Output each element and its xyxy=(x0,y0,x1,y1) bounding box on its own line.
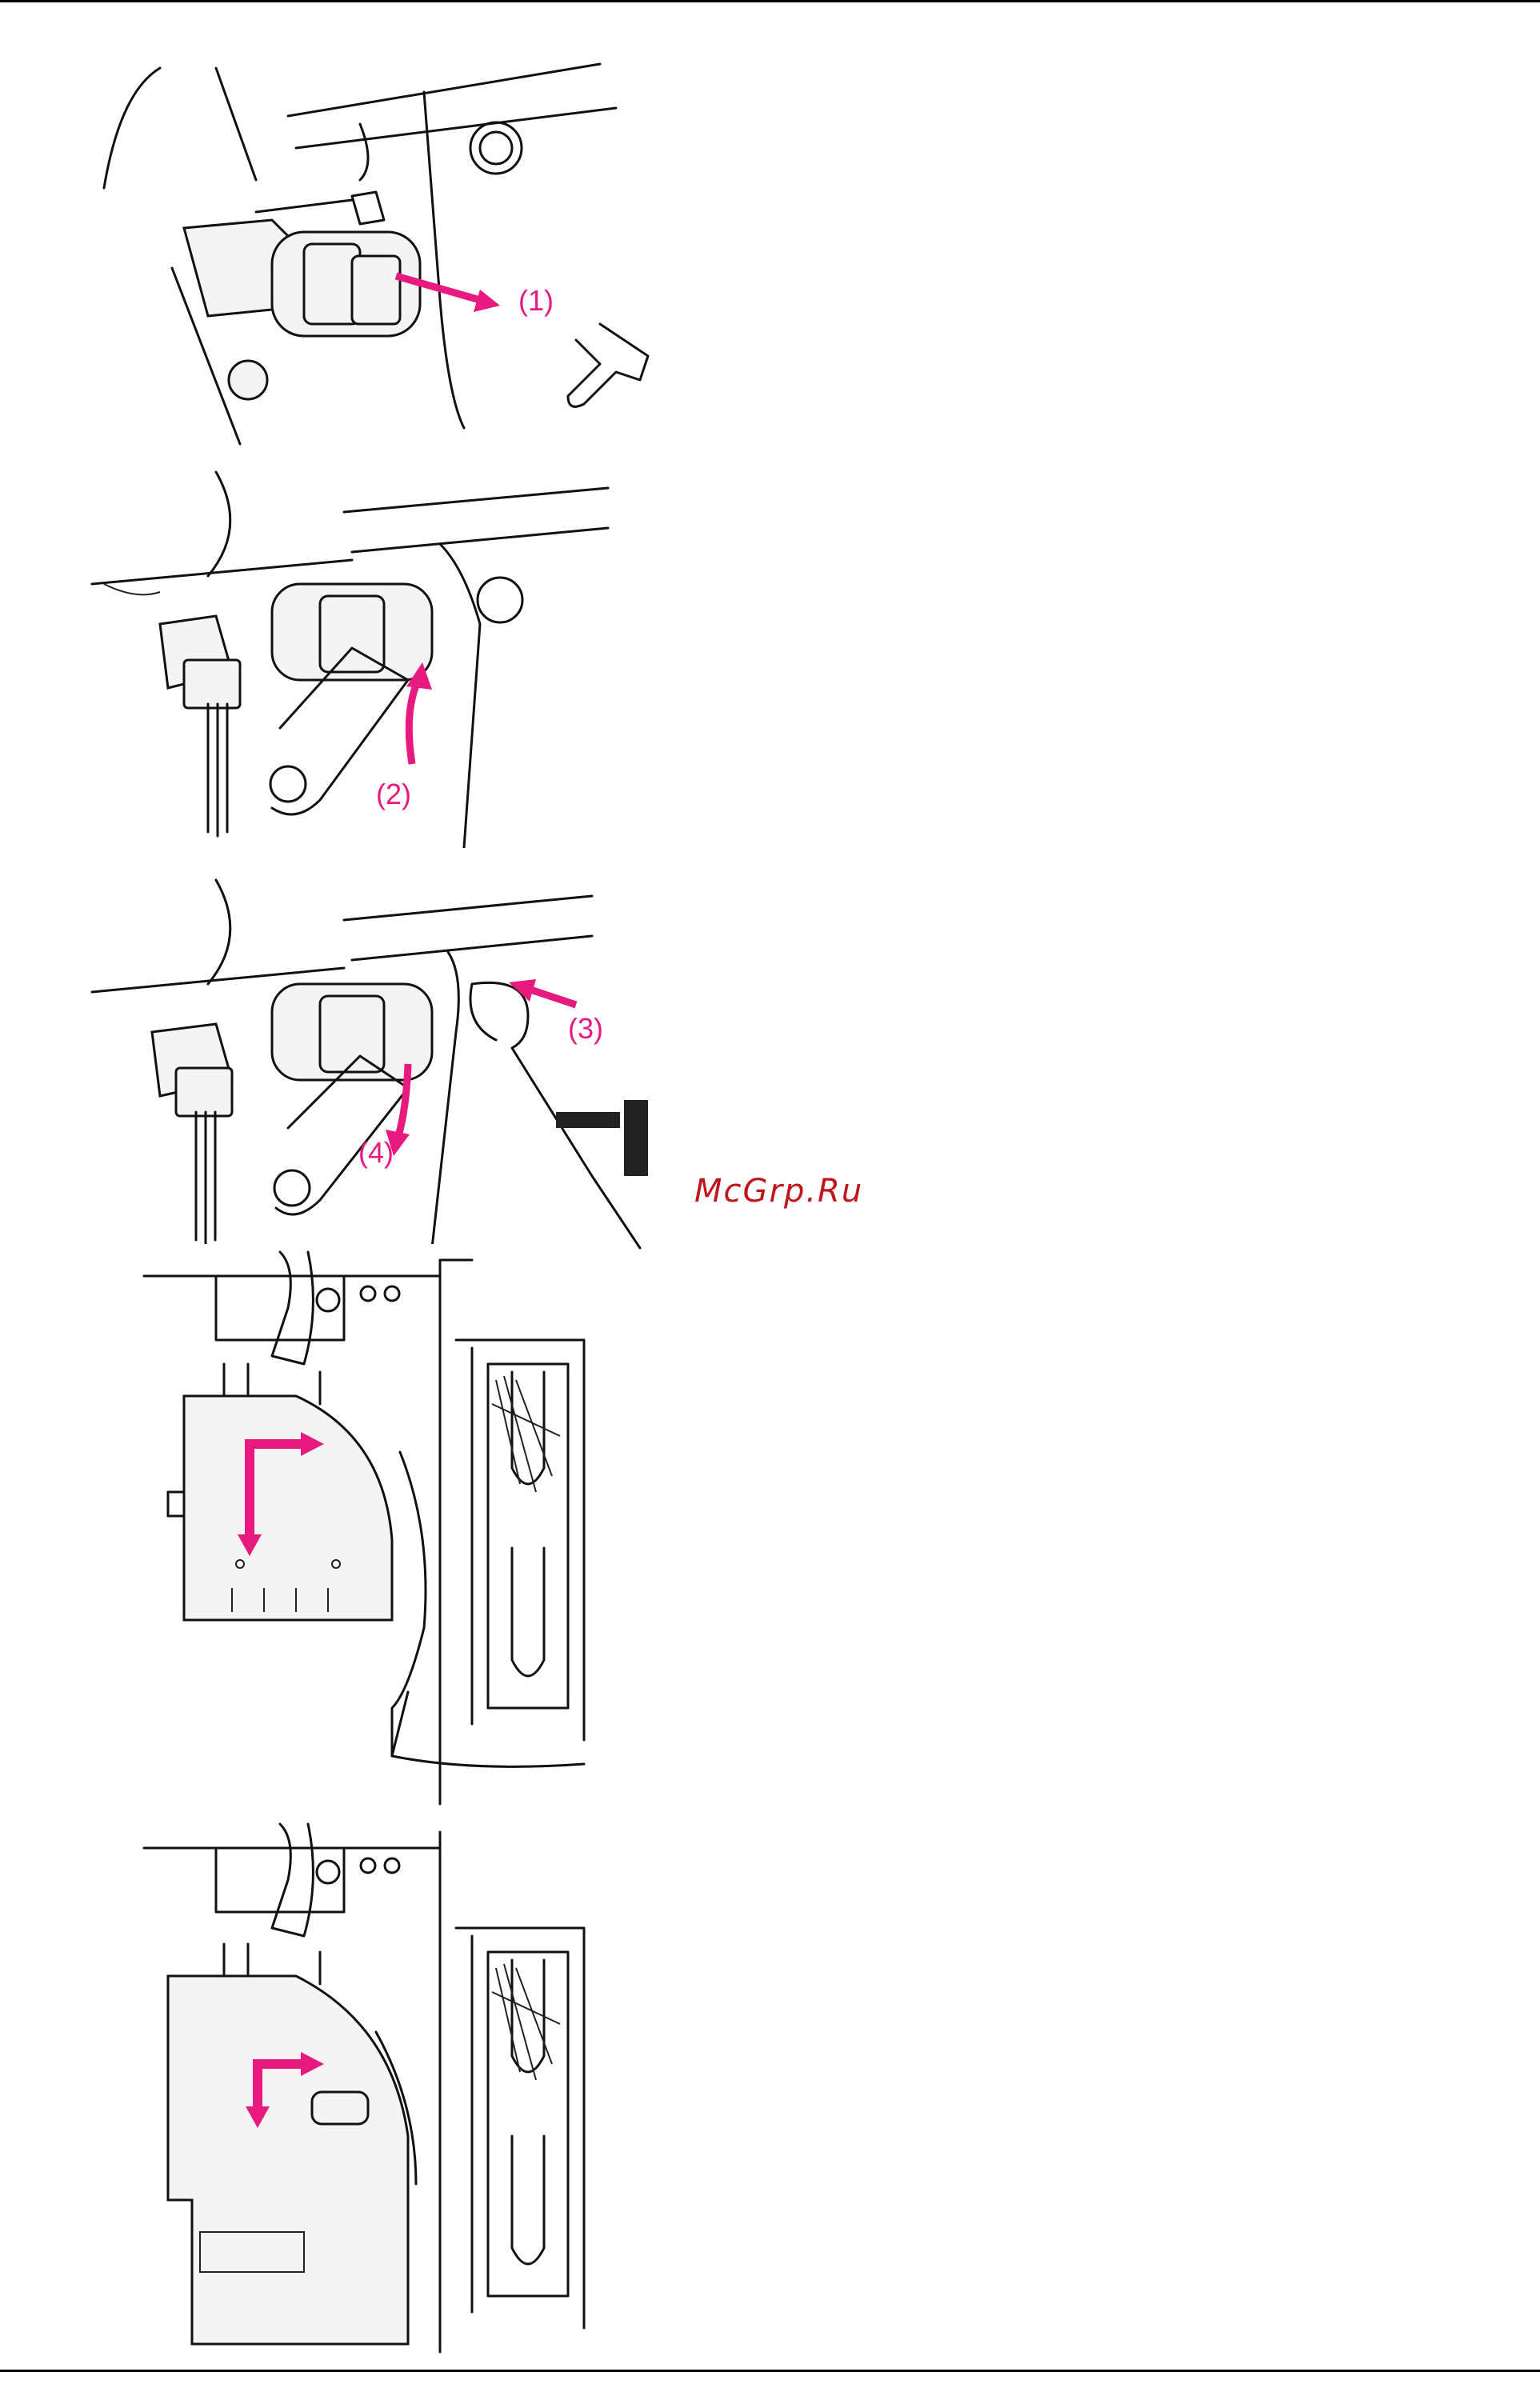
bottom-rule xyxy=(0,2370,1540,2372)
